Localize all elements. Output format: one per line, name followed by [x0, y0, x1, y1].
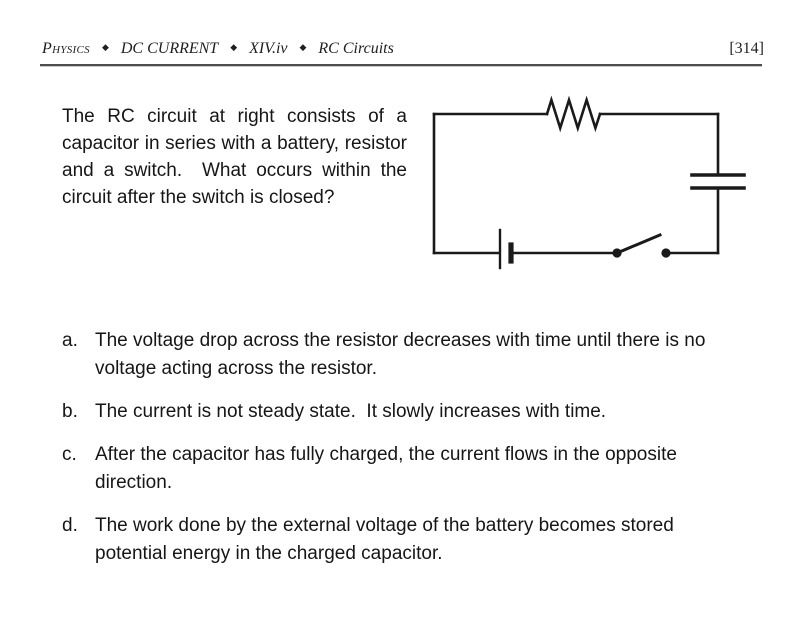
rc-circuit-diagram [432, 95, 746, 270]
option-text: The work done by the external voltage of… [95, 515, 680, 564]
option-text: The current is not steady state. It slow… [95, 401, 607, 422]
answer-options: a. The voltage drop across the resistor … [62, 327, 752, 583]
resistor-icon [545, 95, 602, 133]
breadcrumb-course: Physics [42, 40, 90, 57]
option-letter: d. [62, 515, 78, 536]
battery-icon [498, 228, 514, 270]
option-letter: a. [62, 330, 78, 351]
option-d: d. The work done by the external voltage… [62, 512, 752, 568]
header-divider [40, 64, 762, 67]
question-text: The RC circuit at right consists of a ca… [62, 106, 413, 208]
switch-icon [612, 233, 671, 258]
option-letter: b. [62, 401, 78, 422]
breadcrumb: Physics ◆ DC CURRENT ◆ XIV.iv ◆ RC Circu… [42, 40, 394, 58]
breadcrumb-section: XIV.iv [249, 40, 288, 57]
capacitor-icon [690, 173, 746, 190]
switch-right-contact [661, 248, 671, 258]
diamond-separator-icon: ◆ [230, 41, 238, 52]
option-a: a. The voltage drop across the resistor … [62, 327, 752, 383]
page-number: [314] [729, 40, 764, 57]
option-c: c. After the capacitor has fully charged… [62, 441, 752, 497]
diamond-separator-icon: ◆ [299, 41, 307, 52]
switch-lever [615, 233, 662, 255]
option-letter: c. [62, 444, 77, 465]
page-header: Physics ◆ DC CURRENT ◆ XIV.iv ◆ RC Circu… [42, 40, 764, 58]
option-text: The voltage drop across the resistor dec… [95, 330, 711, 379]
option-text: After the capacitor has fully charged, t… [95, 444, 683, 493]
diamond-separator-icon: ◆ [101, 41, 109, 52]
option-b: b. The current is not steady state. It s… [62, 398, 752, 426]
breadcrumb-topic: RC Circuits [318, 40, 394, 57]
breadcrumb-unit: DC CURRENT [120, 40, 219, 57]
